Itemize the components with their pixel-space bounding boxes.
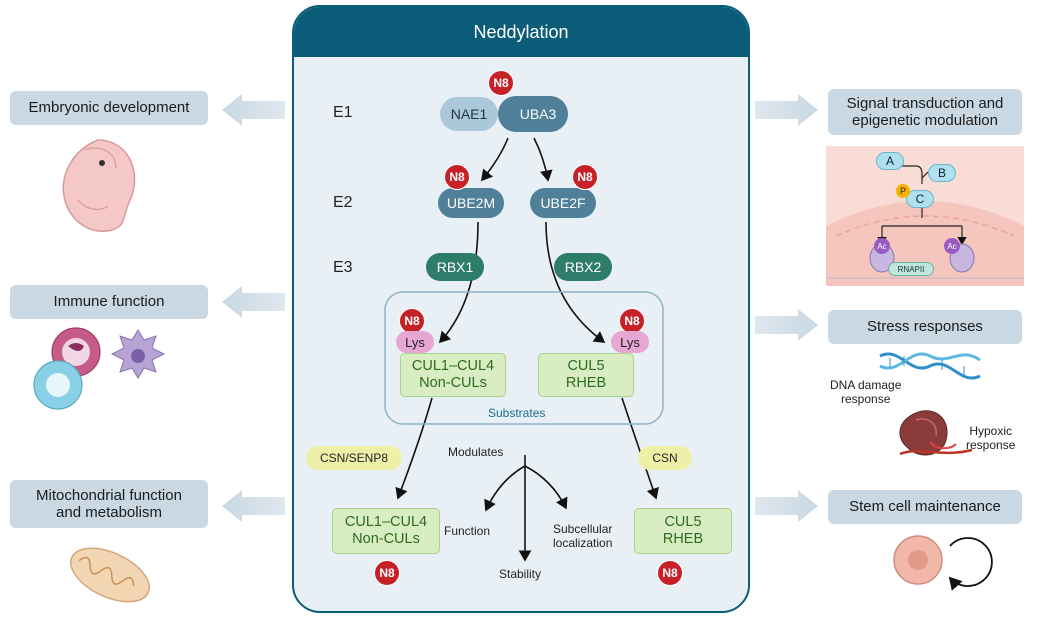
ube2f-enzyme: UBE2F [530,188,596,218]
csn-label: CSN [638,446,692,470]
stem-cell-illustration [893,535,993,591]
left-illustrations [33,139,166,603]
substrate-left: CUL1–CUL4 Non-CULs [400,353,506,397]
substrates-label: Substrates [488,406,546,420]
phospho-badge: P [896,184,910,198]
signal-c: C [906,190,934,208]
n8-badge-product-left: N8 [374,560,400,586]
product-right: CUL5 RHEB [634,508,732,554]
acetyl-badge-left: Ac [874,238,890,254]
dna-damage-label: DNA damage response [830,378,902,407]
left-side-arrows [222,94,285,522]
n8-badge-ube2m: N8 [444,164,470,190]
substrate-right: CUL5 RHEB [538,353,634,397]
acetyl-badge-right: Ac [944,238,960,254]
dna-icon [879,352,981,380]
immune-function-label: Immune function [10,285,208,319]
stage-e1-label: E1 [333,104,353,121]
embryo-icon [62,139,136,232]
uba3-enzyme: UBA3 [498,96,568,132]
signal-a: A [876,152,904,170]
hypoxic-tissue-icon [899,410,973,456]
stability-label: Stability [499,567,542,581]
n8-badge-ube2f: N8 [572,164,598,190]
signal-b: B [928,164,956,182]
stress-illustrations [879,352,981,456]
function-label: Function [444,524,491,538]
ube2m-enzyme: UBE2M [438,188,504,218]
rbx2-enzyme: RBX2 [554,253,612,281]
panel-title: Neddylation [294,7,748,57]
subcellular-label: Subcellular localization [553,522,613,551]
stem-cell-maintenance-label: Stem cell maintenance [828,490,1022,524]
rnapii-label: RNAPII [888,262,934,276]
modulates-label: Modulates [448,445,504,459]
rbx1-enzyme: RBX1 [426,253,484,281]
mitochondrion-icon [70,547,150,603]
hypoxic-response-label: Hypoxic response [966,424,1016,453]
product-left: CUL1–CUL4 Non-CULs [332,508,440,554]
lys-left: Lys [396,331,434,353]
mitochondrial-function-label: Mitochondrial function and metabolism [10,480,208,528]
stress-responses-label: Stress responses [828,310,1022,344]
nae1-enzyme: NAE1 [440,97,498,131]
n8-badge-sub-right: N8 [619,308,645,334]
n8-badge-product-right: N8 [657,560,683,586]
stage-e2-label: E2 [333,194,353,211]
stage-e3-label: E3 [333,259,353,276]
n8-badge-sub-left: N8 [399,308,425,334]
right-side-arrows [755,94,818,522]
immune-cells-icon [33,327,166,410]
n8-badge-e1: N8 [488,70,514,96]
csn-senp8-label: CSN/SENP8 [306,446,402,470]
embryonic-development-label: Embryonic development [10,91,208,125]
lys-right: Lys [611,331,649,353]
signal-transduction-label: Signal transduction and epigenetic modul… [828,89,1022,135]
